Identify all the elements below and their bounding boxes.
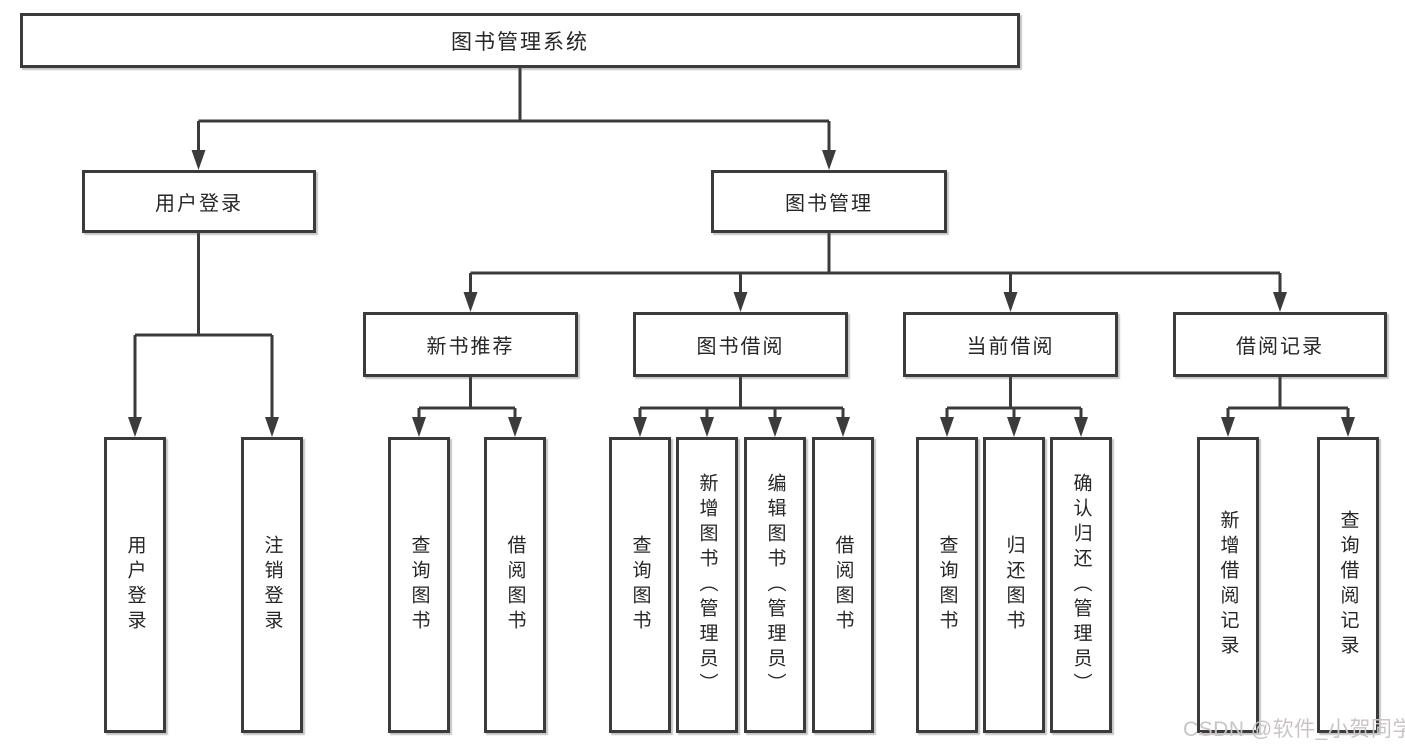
node-leaf-logout: 注销登录: [241, 437, 303, 733]
node-leaf-edit-books-admin: 编辑图书（管理员）: [744, 437, 806, 733]
edge-record-to-leaves: [1226, 377, 1350, 432]
node-current-borrowing: 当前借阅: [903, 312, 1118, 377]
node-leaf-query-borrow-record: 查询借阅记录: [1317, 437, 1379, 733]
edge-user-login-to-leaves: [133, 233, 274, 432]
node-leaf-add-borrow-record: 新增借阅记录: [1197, 437, 1259, 733]
node-book-management-branch: 图书管理: [711, 170, 947, 233]
node-library-management-system: 图书管理系统: [20, 13, 1020, 68]
edge-root-to-branches: [197, 68, 831, 165]
edge-newbook-to-leaves: [417, 377, 517, 432]
node-user-login-branch: 用户登录: [82, 170, 316, 233]
node-leaf-query-books-current: 查询图书: [916, 437, 978, 733]
node-leaf-borrow-books-newbook: 借阅图书: [484, 437, 546, 733]
node-leaf-add-books-admin: 新增图书（管理员）: [676, 437, 738, 733]
node-leaf-query-books-borrowing: 查询图书: [609, 437, 671, 733]
node-leaf-borrow-books-borrowing: 借阅图书: [812, 437, 874, 733]
edge-book-mgmt-to-branches: [469, 233, 1282, 307]
node-borrowing-records: 借阅记录: [1173, 312, 1387, 377]
node-book-borrowing: 图书借阅: [633, 312, 848, 377]
arrowheads: [128, 150, 1355, 437]
node-new-book-recommendation: 新书推荐: [363, 312, 578, 377]
node-leaf-confirm-return-admin: 确认归还（管理员）: [1050, 437, 1112, 733]
edge-borrowing-to-leaves: [638, 377, 845, 432]
node-leaf-query-books-newbook: 查询图书: [388, 437, 450, 733]
node-leaf-user-login: 用户登录: [104, 437, 166, 733]
node-leaf-return-books: 归还图书: [983, 437, 1045, 733]
watermark: CSDN @软件_小贺同学: [1183, 718, 1405, 741]
